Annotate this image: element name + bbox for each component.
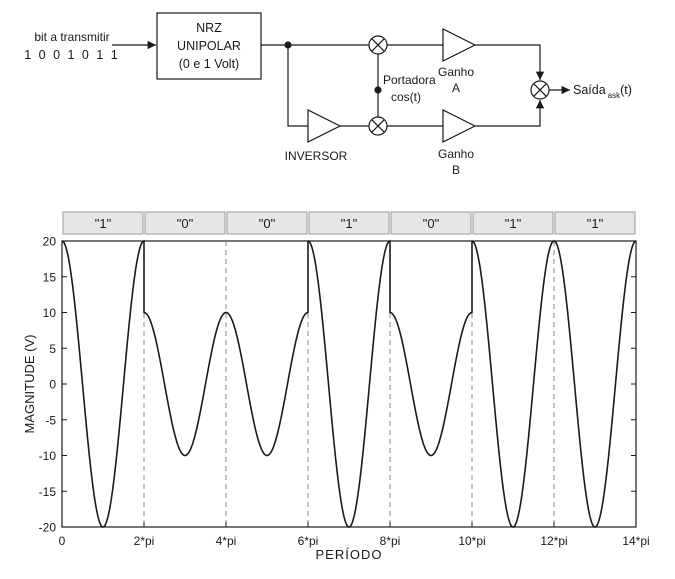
gain-a-label-line-2: A <box>452 81 460 95</box>
nrz-block-line-3: (0 e 1 Volt) <box>179 57 239 71</box>
gain-a-triangle <box>442 28 477 62</box>
multiplier-top <box>368 35 388 55</box>
bit-label-box <box>472 211 554 235</box>
carrier-junction-dot <box>374 86 382 94</box>
bit-label-box <box>554 211 636 235</box>
plot-frame <box>61 240 637 528</box>
x-tick-label: 6*pi <box>298 534 319 548</box>
gain-a-label-line-1: Ganho <box>438 65 474 79</box>
y-tick-label: -15 <box>39 485 57 499</box>
bit-label-box <box>62 211 144 235</box>
ask-signal-line <box>61 240 637 528</box>
gain-b-label-line-2: B <box>452 163 460 177</box>
nrz-unipolar-block <box>156 12 262 80</box>
nrz-block-line-2: UNIPOLAR <box>177 39 241 53</box>
gain-b-label-line-1: Ganho <box>438 147 474 161</box>
bit-label: "1" <box>341 216 358 231</box>
bit-label: "0" <box>259 216 276 231</box>
y-tick-label: 15 <box>43 270 57 284</box>
x-axis-label: PERÍODO <box>316 547 383 562</box>
gain-a-output-wire <box>475 44 545 80</box>
y-axis-label: MAGNITUDE (V) <box>22 335 37 434</box>
gain-b-output-wire <box>475 100 545 127</box>
x-tick-label: 2*pi <box>134 534 155 548</box>
nrz-block-line-1: NRZ <box>196 21 222 35</box>
multiplier-bottom <box>368 116 388 136</box>
x-tick-label: 0 <box>59 534 66 548</box>
bit-label: "1" <box>587 216 604 231</box>
bit-label: "1" <box>505 216 522 231</box>
ask-waveform-chart: "1" "0" "0" "1" "0" "1" "1" 20 15 10 5 0 -5 -10 -15 -20… <box>22 211 650 562</box>
x-tick-label: 14*pi <box>622 534 649 548</box>
x-tick-label: 10*pi <box>458 534 485 548</box>
y-tick-label: -20 <box>39 521 57 535</box>
input-bits: 1 0 0 1 0 1 1 <box>24 48 120 62</box>
x-tick-label: 12*pi <box>540 534 567 548</box>
x-tick-label: 4*pi <box>216 534 237 548</box>
output-combiner <box>530 80 550 100</box>
gain-b-triangle <box>442 109 477 143</box>
carrier-label-line-1: Portadora <box>383 73 436 87</box>
inverter-label: INVERSOR <box>285 149 348 163</box>
carrier-label-line-2: cos(t) <box>391 90 421 104</box>
inverter-triangle <box>307 109 342 143</box>
inverter-input-wire <box>287 45 308 127</box>
bit-label-box <box>226 211 308 235</box>
bit-label: "0" <box>423 216 440 231</box>
bit-label: "0" <box>177 216 194 231</box>
y-tick-label: 5 <box>49 342 56 356</box>
x-tick-label: 8*pi <box>380 534 401 548</box>
bit-label: "1" <box>95 216 112 231</box>
input-label: bit a transmitir <box>34 30 109 44</box>
y-tick-label: -10 <box>39 449 57 463</box>
block-diagram: bit a transmitir 1 0 0 1 0 1 1 NRZ UNIPO… <box>24 12 632 177</box>
y-tick-label: 0 <box>49 378 56 392</box>
bit-label-box <box>308 211 390 235</box>
bit-label-box <box>390 211 472 235</box>
bit-label-box <box>144 211 226 235</box>
y-tick-label: 20 <box>43 235 57 249</box>
y-tick-label: -5 <box>45 413 56 427</box>
y-tick-label: 10 <box>43 306 57 320</box>
